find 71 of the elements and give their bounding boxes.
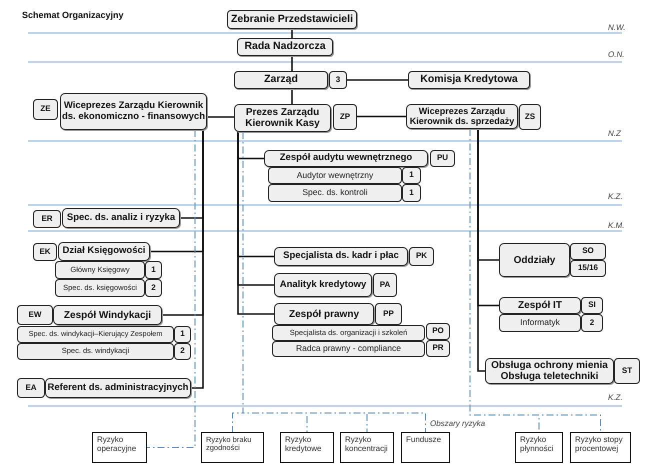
code-badge: 2	[174, 343, 191, 360]
code-badge: 2	[145, 279, 162, 297]
unit-box: Zespół audytu wewnętrznego	[264, 150, 428, 167]
diagram-title: Schemat Organizacyjny	[22, 9, 124, 22]
code-badge: PP	[375, 303, 402, 325]
unit-box: Oddziały	[499, 243, 570, 277]
code-badge: ZE	[33, 99, 58, 120]
unit-box: Wiceprezes Zarządu Kierownik ds. ekonomiczno - finansowych	[60, 93, 207, 130]
code-badge: 1	[402, 167, 421, 184]
connector-line	[291, 89, 293, 104]
code-badge: PO	[426, 323, 450, 340]
position-box: Spec. ds. kontroli	[268, 184, 402, 202]
connector-line	[477, 129, 485, 372]
code-badge: 3	[329, 71, 347, 89]
level-label: N.Z	[608, 128, 622, 140]
level-label: N.W.	[608, 22, 626, 34]
unit-box: Specjalista ds. kadr i płac	[274, 247, 408, 266]
code-badge: 2	[581, 314, 603, 332]
connector-line	[347, 79, 408, 81]
connector-line	[237, 132, 274, 315]
connector-line	[207, 116, 234, 118]
code-badge: 1	[402, 184, 421, 202]
risk-box: Ryzyko stopy procentowej	[570, 432, 631, 463]
code-badge: SI	[581, 297, 603, 314]
code-badge: ER	[33, 210, 61, 228]
risk-box: Ryzyko płynności	[515, 432, 563, 463]
unit-box: Obsługa ochrony mienia Obsługa teletechniki	[485, 358, 614, 384]
code-badge: ST	[614, 358, 640, 384]
code-badge: 1	[174, 326, 191, 343]
code-badge: 15/16	[570, 260, 606, 277]
code-badge: 1	[145, 261, 162, 279]
unit-box: Wiceprezes Zarządu Kierownik ds. sprzedaży	[406, 104, 518, 129]
code-badge: SO	[570, 243, 606, 260]
connector-line	[291, 29, 293, 38]
code-badge: ZS	[519, 104, 541, 130]
connector-line	[191, 130, 204, 389]
unit-box: Analityk kredytowy	[274, 273, 372, 297]
org-box: Rada Nadzorcza	[237, 38, 333, 56]
position-box: Informatyk	[499, 314, 581, 332]
unit-box: Zespół Windykacji	[53, 305, 162, 325]
level-label: O.N.	[608, 49, 626, 61]
risk-box: Ryzyko operacyjne	[92, 432, 147, 463]
org-box: Zebranie Przedstawicieli	[227, 10, 357, 29]
dashed-connector	[146, 130, 196, 448]
level-label: K.Z.	[608, 392, 624, 404]
position-box: Audytor wewnętrzny	[268, 167, 402, 184]
position-box: Radca prawny - compliance	[272, 341, 425, 357]
risk-box: Ryzyko kredytowe	[280, 432, 334, 463]
area-label: Obszary ryzyka	[430, 418, 486, 430]
unit-box: Prezes Zarządu Kierownik Kasy	[234, 104, 331, 132]
org-box: Zarząd	[234, 71, 328, 89]
connector-line	[291, 56, 293, 71]
level-label: K.M.	[608, 220, 626, 232]
unit-box: Zespół prawny	[274, 303, 374, 325]
unit-box: Spec. ds. analiz i ryzyka	[62, 208, 180, 228]
code-badge: ZP	[333, 104, 357, 130]
risk-box: Ryzyko koncentracji	[340, 432, 394, 463]
risk-box: Fundusze	[401, 432, 450, 463]
org-box: Komisja Kredytowa	[408, 71, 530, 89]
unit-box: Referent ds. administracyjnych	[45, 378, 191, 398]
connector-line	[357, 116, 406, 118]
code-badge: PR	[426, 340, 450, 357]
code-badge: EK	[33, 243, 57, 261]
code-badge: PK	[409, 247, 434, 266]
code-badge: PA	[373, 273, 397, 297]
code-badge: EW	[17, 305, 53, 325]
level-label: K.Z.	[608, 191, 624, 203]
code-badge: PU	[430, 150, 455, 167]
unit-box: Dział Księgowości	[58, 242, 150, 261]
code-badge: EA	[17, 378, 45, 398]
unit-box: Zespół IT	[499, 297, 581, 314]
